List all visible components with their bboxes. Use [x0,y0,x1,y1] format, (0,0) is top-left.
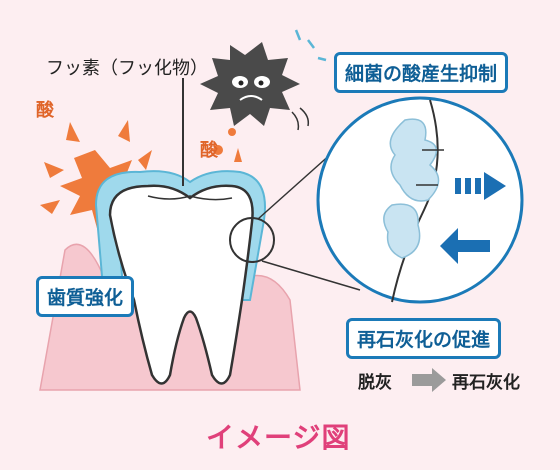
tooth-crown-line [147,195,233,201]
acid-drop-icon [234,148,242,162]
acid-drop-icon [213,145,223,155]
enamel-strengthening-box: 歯質強化 [36,276,135,317]
acid-drop-icon [228,128,236,136]
caption: イメージ図 [206,421,351,454]
process-arrow-icon [412,368,446,392]
magnifier-circle-icon [316,96,524,304]
acid-label-bacterium: 酸 [200,140,218,161]
remineralization-promotion-box: 再石灰化の促進 [346,318,502,359]
demineralization-label: 脱灰 [358,373,392,393]
acid-label-left: 酸 [36,100,54,121]
zoom-source-circle [229,217,275,263]
tooth-icon [108,184,254,385]
suppress-bacteria-acid-box: 細菌の酸産生抑制 [334,52,509,93]
zoom-line-bottom [261,260,361,291]
fluoride-label: フッ素（フッ化物） [46,58,208,79]
bacterium-icon [200,29,327,131]
arrow-left-icon [440,228,490,264]
arrow-right-icon [455,172,506,200]
remineralization-label: 再石灰化 [452,373,520,393]
